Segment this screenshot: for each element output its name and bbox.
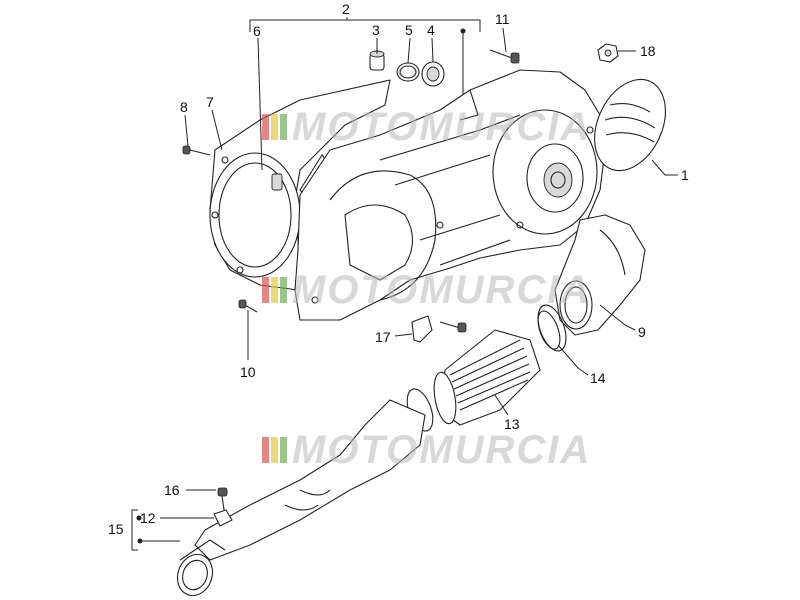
part-13-bellows-hose <box>433 329 541 426</box>
part-1-round-cover <box>594 78 666 172</box>
part-2-crankcase-cover <box>294 69 606 321</box>
part-11-screw <box>489 49 520 64</box>
callout-14: 14 <box>590 370 606 386</box>
callout-5: 5 <box>405 22 413 38</box>
callout-15: 15 <box>108 521 124 537</box>
callout-9: 9 <box>638 324 646 340</box>
part-12-clip <box>213 509 233 527</box>
callout-3: 3 <box>372 22 380 38</box>
callout-labels: 1 2 3 4 5 6 7 8 9 10 11 12 13 14 15 16 1… <box>108 1 689 537</box>
part-14-clamp <box>537 304 567 352</box>
watermark-middle: MOTOMURCIA <box>262 268 591 312</box>
callout-1: 1 <box>681 167 689 183</box>
callout-4: 4 <box>427 22 435 38</box>
callout-2: 2 <box>342 1 350 17</box>
callout-12: 12 <box>140 510 156 526</box>
part-15-intake-tube <box>176 399 426 597</box>
callout-7: 7 <box>206 94 214 110</box>
callout-8: 8 <box>180 99 188 115</box>
part-10-screw <box>238 299 258 313</box>
leader-lines <box>131 17 678 551</box>
callout-18: 18 <box>640 43 656 59</box>
part-4-bearing <box>421 61 445 87</box>
watermark-text: MOTOMURCIA <box>292 428 591 472</box>
callout-17: 17 <box>375 329 391 345</box>
part-17-bracket <box>411 315 467 343</box>
callout-16: 16 <box>164 482 180 498</box>
watermark-bottom: MOTOMURCIA <box>262 428 591 472</box>
callout-13: 13 <box>504 416 520 432</box>
part-16-screw <box>217 487 228 511</box>
part-8-screw <box>182 145 211 156</box>
watermark-text: MOTOMURCIA <box>292 105 591 149</box>
callout-11: 11 <box>495 11 510 27</box>
part-6-bracket <box>271 154 331 201</box>
watermark-top: MOTOMURCIA <box>262 105 591 149</box>
watermark-text: MOTOMURCIA <box>292 268 591 312</box>
part-18-nut <box>597 43 619 63</box>
callout-10: 10 <box>240 364 256 380</box>
part-9-duct <box>554 214 646 336</box>
part-5-o-ring <box>396 62 420 82</box>
callout-6: 6 <box>253 23 261 39</box>
